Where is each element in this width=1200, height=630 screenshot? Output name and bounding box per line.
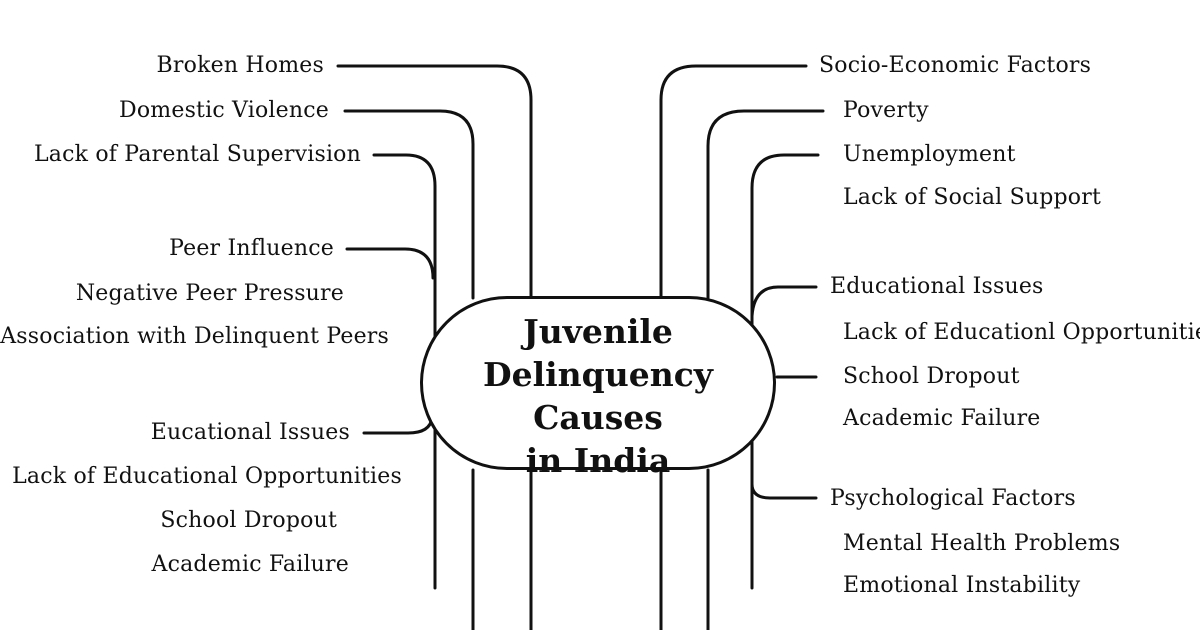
connector-domestic-violence	[343, 109, 475, 300]
label-lack-social-support: Lack of Social Support	[843, 185, 1101, 210]
connector-broken-homes	[336, 64, 533, 298]
label-academic-failure-left: Academic Failure	[151, 552, 349, 577]
label-parental-supervision: Lack of Parental Supervision	[33, 142, 361, 167]
connector-unemployment	[750, 153, 820, 590]
label-emotional-instability: Emotional Instability	[843, 573, 1081, 598]
connector-poverty	[706, 109, 825, 300]
central-node	[420, 296, 776, 470]
label-lack-edu-opp-left: Lack of Educational Opportunities	[12, 464, 402, 489]
label-poverty: Poverty	[843, 98, 929, 123]
central-title-line-1: Juvenile	[523, 312, 673, 351]
connector-edu-issues-right	[750, 285, 818, 318]
connector-peer-influence	[345, 247, 435, 280]
label-peer-influence: Peer Influence	[169, 236, 334, 261]
label-school-dropout-right: School Dropout	[843, 364, 1020, 389]
label-socio-economic-factors: Socio-Economic Factors	[819, 53, 1092, 78]
label-association-delinquent-peers: Association with Delinquent Peers	[0, 324, 389, 349]
central-title-line-3: in India	[525, 441, 671, 480]
central-title-line-2: Delinquency Causes	[482, 355, 713, 437]
label-domestic-violence: Domestic Violence	[119, 98, 329, 123]
label-school-dropout-left: School Dropout	[160, 508, 337, 533]
central-title: Juvenile Delinquency Causes in India	[420, 310, 776, 482]
label-academic-failure-right: Academic Failure	[843, 406, 1041, 431]
connector-psychological	[750, 468, 818, 500]
label-unemployment: Unemployment	[843, 142, 1016, 167]
connector-socio-economic	[659, 64, 808, 298]
label-mental-health: Mental Health Problems	[843, 531, 1121, 556]
label-educational-issues-right: Educational Issues	[830, 274, 1044, 299]
label-psychological-factors: Psychological Factors	[830, 486, 1076, 511]
label-lack-edu-opp-right: Lack of Educationl Opportunities	[843, 320, 1200, 345]
connector-parental-supervision	[372, 153, 437, 590]
label-negative-peer-pressure: Negative Peer Pressure	[75, 281, 344, 306]
label-educational-issues-left: Eucational Issues	[150, 420, 350, 445]
label-broken-homes: Broken Homes	[156, 53, 324, 78]
